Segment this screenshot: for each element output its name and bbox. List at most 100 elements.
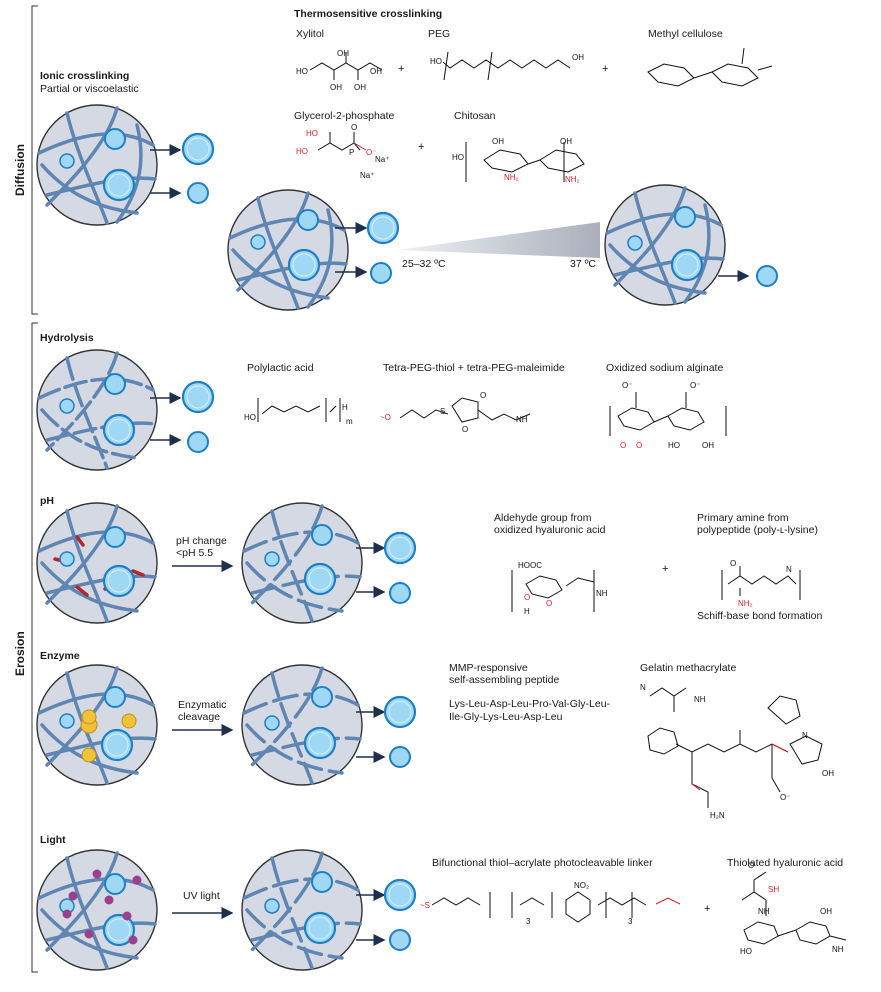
- svg-text:Na⁺: Na⁺: [360, 171, 374, 180]
- svg-text:H: H: [342, 403, 348, 412]
- svg-text:O: O: [524, 593, 530, 602]
- svg-text:OH: OH: [702, 441, 714, 450]
- peptide-seq-line2: Ile-Gly-Lys-Leu-Asp-Leu: [449, 711, 563, 723]
- amine-line2: polypeptide (poly-ʟ-lysine): [697, 524, 818, 536]
- svg-text:O: O: [480, 391, 486, 400]
- hydrolysis-title: Hydrolysis: [40, 332, 94, 344]
- svg-text:S: S: [440, 407, 445, 416]
- methylcellulose-label: Methyl cellulose: [648, 28, 723, 40]
- svg-text:OH: OH: [354, 83, 366, 92]
- gelma-label: Gelatin methacrylate: [640, 662, 737, 674]
- pla-label: Polylactic acid: [247, 362, 314, 374]
- svg-text:O: O: [546, 599, 552, 608]
- svg-text:OH: OH: [330, 83, 342, 92]
- mmp-line2: self-assembling peptide: [449, 674, 560, 686]
- svg-text:HO: HO: [430, 57, 442, 66]
- svg-text:+: +: [602, 63, 608, 75]
- svg-text:+: +: [662, 563, 668, 575]
- svg-text:Na⁺: Na⁺: [375, 155, 389, 164]
- svg-text:OH: OH: [492, 137, 504, 146]
- enzyme-title: Enzyme: [40, 650, 80, 662]
- svg-text:NH: NH: [694, 695, 706, 704]
- tetra-peg-label: Tetra-PEG-thiol + tetra-PEG-maleimide: [383, 362, 565, 374]
- ph-title: pH: [40, 495, 54, 507]
- light-gel-before: [36, 849, 158, 971]
- svg-text:O: O: [748, 861, 754, 870]
- svg-text:HO: HO: [296, 67, 308, 76]
- svg-text:H: H: [524, 607, 530, 616]
- svg-text:OH: OH: [560, 137, 572, 146]
- temp-high-label: 37 ºC: [570, 258, 597, 270]
- svg-text:H₂N: H₂N: [710, 811, 725, 820]
- peg-label: PEG: [428, 28, 451, 40]
- light-title: Light: [40, 834, 66, 846]
- ph-gel-before: [36, 502, 158, 624]
- svg-text:O: O: [462, 425, 468, 434]
- svg-text:+: +: [418, 141, 424, 153]
- xylitol-label: Xylitol: [296, 28, 325, 40]
- svg-text:NH₂: NH₂: [565, 175, 580, 184]
- svg-text:O⁻: O⁻: [366, 148, 376, 157]
- svg-text:OH: OH: [572, 53, 584, 62]
- thermo-gel-right: [604, 184, 726, 306]
- ionic-gel: [36, 104, 158, 226]
- ionic-title: Ionic crosslinking: [40, 70, 130, 82]
- svg-text:+: +: [398, 63, 404, 75]
- svg-text:O⁻: O⁻: [780, 793, 790, 802]
- hydrolysis-gel: [36, 349, 158, 471]
- svg-text:O: O: [351, 123, 357, 132]
- peptide-seq-line1: Lys-Leu-Asp-Leu-Pro-Val-Gly-Leu-: [449, 698, 611, 710]
- svg-text:3: 3: [628, 917, 633, 926]
- svg-text:N: N: [802, 731, 808, 740]
- ph-gel-after: [241, 502, 363, 624]
- enzyme-arrow-line1: Enzymatic: [178, 699, 227, 711]
- alginate-label: Oxidized sodium alginate: [606, 362, 724, 374]
- chitosan-label: Chitosan: [454, 110, 496, 122]
- ph-arrow-line1: pH change: [176, 535, 227, 547]
- ionic-subtitle: Partial or viscoelastic: [40, 83, 139, 95]
- light-gel-after: [241, 849, 363, 971]
- linker-label: Bifunctional thiol–acrylate photocleavab…: [432, 857, 653, 869]
- svg-text:OH: OH: [337, 49, 349, 58]
- thiolated-label: Thiolated hyaluronic acid: [727, 857, 844, 869]
- amine-line1: Primary amine from: [697, 512, 789, 524]
- svg-text:N: N: [640, 683, 646, 692]
- schiff-label: Schiff-base bond formation: [697, 610, 823, 622]
- svg-text:HO: HO: [740, 947, 752, 956]
- svg-text:O⁻: O⁻: [622, 381, 632, 390]
- svg-text:HO: HO: [306, 129, 318, 138]
- svg-text:NH: NH: [596, 589, 608, 598]
- svg-text:HO: HO: [244, 413, 256, 422]
- mmp-line1: MMP-responsive: [449, 662, 528, 674]
- svg-text:O⁻: O⁻: [690, 381, 700, 390]
- svg-text:NH: NH: [832, 945, 844, 954]
- svg-text:O: O: [620, 441, 626, 450]
- svg-text:N: N: [786, 565, 792, 574]
- svg-text:SH: SH: [768, 885, 779, 894]
- svg-text:NH₂: NH₂: [738, 599, 753, 608]
- glycerol-label: Glycerol-2-phosphate: [294, 110, 395, 122]
- svg-text:HOOC: HOOC: [518, 561, 542, 570]
- svg-text:O: O: [636, 441, 642, 450]
- thermo-title: Thermosensitive crosslinking: [294, 8, 443, 20]
- svg-text:+: +: [704, 903, 710, 915]
- svg-text:~S: ~S: [420, 901, 430, 910]
- temp-low-label: 25–32 ºC: [402, 258, 446, 270]
- svg-text:NH: NH: [516, 415, 528, 424]
- enzyme-arrow-line2: cleavage: [178, 711, 221, 723]
- svg-text:~O: ~O: [380, 413, 391, 422]
- svg-text:HO: HO: [452, 153, 464, 162]
- svg-text:3: 3: [526, 917, 531, 926]
- ph-arrow-line2: <pH 5.5: [176, 547, 214, 559]
- svg-text:OH: OH: [820, 907, 832, 916]
- svg-text:OH: OH: [822, 769, 834, 778]
- svg-text:m: m: [346, 417, 353, 426]
- svg-text:OH: OH: [370, 67, 382, 76]
- svg-text:HO: HO: [668, 441, 680, 450]
- enzyme-gel-after: [241, 664, 363, 786]
- temperature-gradient: [398, 222, 600, 258]
- enzyme-gel-before: [36, 664, 158, 786]
